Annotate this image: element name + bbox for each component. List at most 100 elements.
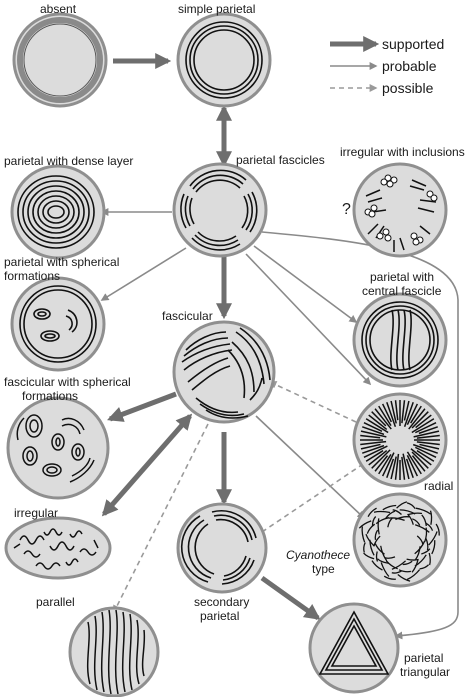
cell-absent [12, 12, 108, 108]
cyanothece-membrane [406, 502, 416, 509]
cyanothece-membrane [429, 510, 433, 525]
cyanothece-membrane [398, 569, 412, 573]
label-radial: radial [424, 479, 453, 493]
radial-membrane [371, 411, 387, 427]
cell-parietal-dense-layer [10, 164, 106, 260]
radial-membrane [419, 443, 440, 450]
cyanothece-membrane [396, 501, 408, 509]
cyanothece-membrane [377, 558, 389, 564]
cyanothece-membrane [407, 512, 423, 516]
cyanothece-membrane [365, 533, 375, 547]
cyanothece-membrane [380, 562, 390, 577]
cyanothece-membrane [395, 516, 410, 521]
cyanothece-membrane [415, 507, 432, 515]
radial-membrane [361, 426, 385, 436]
radial-membrane [368, 414, 388, 430]
label-absent: absent [40, 2, 77, 16]
radial-membrane [360, 443, 381, 450]
radial-membrane [402, 453, 410, 480]
radial-membrane [405, 458, 414, 479]
cyanothece-membrane [363, 542, 366, 553]
radial-membrane [360, 440, 387, 446]
radial-membrane [406, 454, 419, 477]
cell-parietal-fascicles [172, 162, 268, 258]
cyanothece-membrane [385, 510, 396, 519]
cyanothece-membrane [414, 546, 421, 560]
radial-membrane [418, 426, 439, 435]
radial-membrane [374, 408, 392, 430]
cell-parallel [68, 606, 160, 697]
cyanothece-membrane [424, 527, 428, 542]
cyanothece-membrane [382, 504, 397, 511]
radial-membrane [360, 430, 387, 438]
legend-probable-label: probable [382, 58, 437, 74]
radial-membrane [381, 403, 392, 423]
radial-membrane [363, 421, 383, 432]
arrow-radial-to-fascicular [268, 381, 357, 423]
cyanothece-membrane [428, 531, 438, 546]
label-secondary-2: parietal [200, 609, 239, 623]
label-parietal-central-2: central fascicle [362, 284, 442, 298]
radial-membrane [365, 418, 389, 434]
labels: absent simple parietal parietal fascicle… [4, 2, 465, 679]
legend-possible-label: possible [382, 80, 434, 96]
label-fascicular: fascicular [162, 309, 213, 323]
cyanothece-membrane [383, 575, 396, 580]
cyanothece-membrane [391, 570, 402, 574]
cyanothece-membrane [412, 518, 421, 526]
legend: supported probable possible [330, 35, 444, 96]
label-fascicular-spherical-1: fascicular with spherical [4, 375, 131, 389]
radial-membrane [374, 455, 389, 472]
cyanothece-membrane [371, 516, 377, 526]
radial-membrane [411, 451, 429, 469]
arrow-parietal-fascicles-to-spherical [100, 247, 187, 301]
radial-membrane [368, 450, 388, 466]
radial-membrane [401, 400, 406, 424]
radial-membrane [410, 405, 422, 424]
radial-membrane [360, 434, 381, 439]
cyanothece-membrane [387, 517, 393, 528]
cyanothece-membrane [373, 510, 391, 514]
radial-membranes [360, 400, 440, 480]
label-parietal-spherical-2: formations [4, 269, 60, 283]
label-irregular: irregular [14, 506, 58, 520]
label-irregular-inclusions: irregular with inclusions [340, 145, 465, 159]
cell-parietal-triangular [308, 602, 400, 694]
radial-membrane [361, 444, 385, 454]
cyanothece-membrane [384, 556, 396, 559]
radial-membrane [394, 453, 400, 480]
radial-membrane [411, 418, 435, 434]
cyanothece-membrane [419, 564, 430, 570]
cyanothece-membrane [425, 522, 434, 531]
cell-cyanothece [352, 492, 448, 588]
label-cyanothece-2: type [312, 562, 335, 576]
radial-membrane [412, 443, 439, 454]
legend-supported-label: supported [382, 36, 444, 52]
cyanothece-membrane [377, 518, 380, 535]
label-triangular-1: parietal [404, 651, 443, 665]
arrow-parietal-fascicles-to-radial [245, 253, 372, 386]
label-parietal-dense-layer: parietal with dense layer [4, 154, 133, 168]
cyanothece-membrane [371, 560, 383, 571]
cyanothece-membrane [366, 523, 376, 534]
arrow-secondary-to-radial [261, 461, 368, 533]
cell-secondary-parietal [176, 502, 268, 594]
cyanothece-membrane [385, 560, 398, 570]
label-secondary-1: secondary [194, 595, 249, 609]
cell-parietal-central-fascicle [352, 292, 448, 388]
cyanothece-membrane [421, 548, 431, 555]
cyanothece-membrane [397, 573, 411, 582]
cyanothece-membrane [431, 540, 436, 555]
radial-membrane [406, 403, 419, 426]
cell-radial [352, 392, 448, 488]
radial-membrane [386, 458, 395, 479]
label-cyanothece-1: Cyanothece [286, 548, 350, 562]
cyanothece-membrane [411, 559, 419, 573]
radial-membrane [413, 430, 440, 438]
cyanothece-membrane [406, 569, 421, 581]
radial-membrane [410, 448, 432, 466]
radial-membrane [408, 408, 426, 430]
arrow-secondary-to-triangular [260, 575, 321, 621]
arrow-parietal-fascicles-to-triangular [261, 231, 459, 640]
